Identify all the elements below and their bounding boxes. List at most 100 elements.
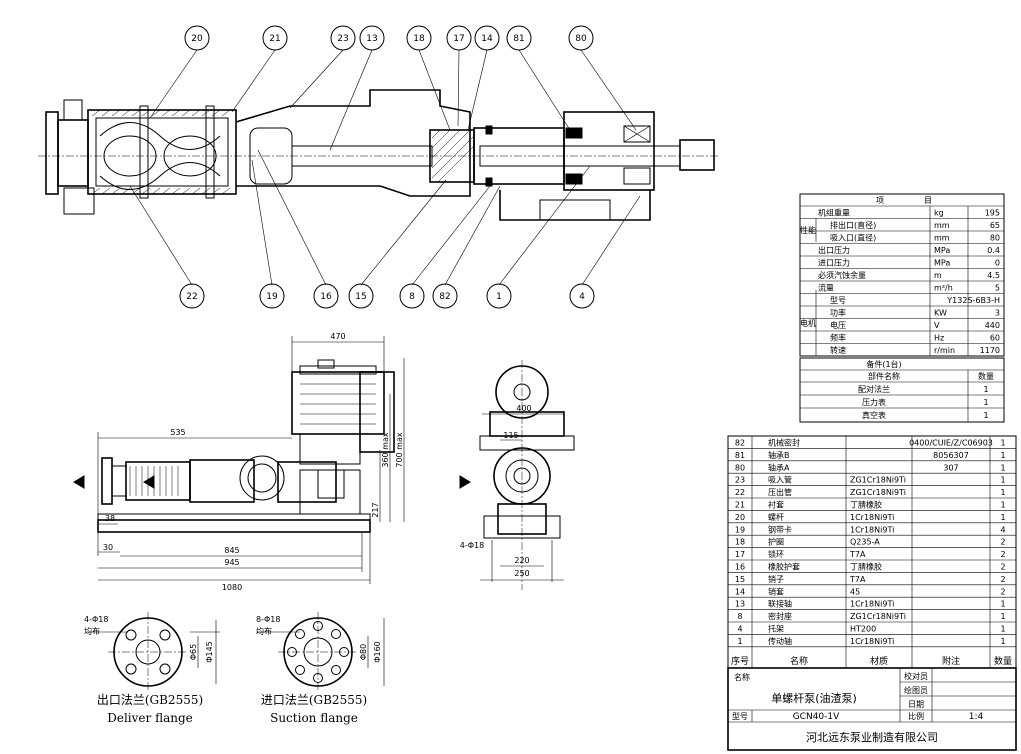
part-qty: 1 <box>1000 600 1005 609</box>
spec-name: 机组重量 <box>818 208 850 218</box>
part-qty: 1 <box>1000 439 1005 448</box>
part-name: 吸入管 <box>768 475 792 485</box>
part-qty: 2 <box>1000 587 1005 596</box>
part-qty: 1 <box>1000 463 1005 472</box>
part-no: 23 <box>735 476 745 485</box>
balloon-15: 15 <box>348 283 374 309</box>
balloon-18: 18 <box>406 25 432 51</box>
dim-535: 535 <box>170 428 185 437</box>
spec-value: 0.4 <box>987 246 1000 255</box>
title-check-label: 校对员 <box>904 671 928 681</box>
svg-text:4: 4 <box>579 292 585 302</box>
balloon-80: 80 <box>568 25 594 51</box>
part-qty: 2 <box>1000 563 1005 572</box>
spec-value: 0 <box>995 259 1000 268</box>
spec-value: 60 <box>990 334 1000 343</box>
balloon-20: 20 <box>184 25 210 51</box>
balloon-81: 81 <box>506 25 532 51</box>
part-name: 护圈 <box>768 537 784 547</box>
dim-700: 700 max <box>395 432 404 468</box>
svg-text:80: 80 <box>575 34 587 44</box>
balloon-21: 21 <box>262 25 288 51</box>
spec-name: 转速 <box>830 345 846 355</box>
part-material: Q235-A <box>850 538 880 547</box>
part-material: 1Cr18Ni9Ti <box>850 600 894 609</box>
part-note: 0400/CUIE/Z/C06903 <box>909 439 993 448</box>
balloons-bottom: 22 19 16 15 8 82 1 4 <box>179 283 595 309</box>
spare-name: 压力表 <box>862 397 886 407</box>
part-name: 轴承B <box>768 450 790 460</box>
svg-text:15: 15 <box>355 292 366 302</box>
dim-30: 30 <box>103 543 113 552</box>
spec-unit: m <box>934 271 942 280</box>
spec-unit: Hz <box>934 334 944 343</box>
dim-220: 220 <box>514 556 529 565</box>
part-no: 21 <box>735 501 745 510</box>
balloon-13: 13 <box>359 25 385 51</box>
sectional-view <box>38 49 720 286</box>
outlet-flange-label-en: Deliver flange <box>107 711 193 725</box>
spec-value: 440 <box>985 321 1000 330</box>
part-no: 1 <box>737 637 742 646</box>
part-name: 销套 <box>768 586 784 596</box>
part-qty: 1 <box>1000 501 1005 510</box>
svg-text:23: 23 <box>337 34 348 44</box>
title-block: 名称 单螺杆泵(油渣泵) 型号 GCN40-1V 校对员 绘图员 日期 比例 1… <box>727 667 1017 751</box>
outlet-flange: 4-Φ18 均布 Φ65 Φ145 出口法兰(GB2555) Deliver f… <box>84 612 220 725</box>
outlet-flange-uniform: 均布 <box>84 626 100 636</box>
balloons-top: 20 21 23 13 18 17 14 81 80 <box>184 25 594 51</box>
spec-name: 流量 <box>818 283 834 293</box>
part-name: 衬套 <box>768 500 784 510</box>
spare-qty: 1 <box>983 398 988 407</box>
part-name: 压出管 <box>768 487 792 497</box>
svg-text:17: 17 <box>453 34 464 44</box>
title-name-label: 名称 <box>734 672 750 682</box>
inlet-flange-uniform: 均布 <box>256 626 272 636</box>
dim-1080: 1080 <box>222 583 242 592</box>
part-no: 17 <box>735 550 745 559</box>
part-note: 8056307 <box>933 451 969 460</box>
svg-text:8: 8 <box>409 292 415 302</box>
spec-unit: MPa <box>934 246 950 255</box>
spec-value: Y132S-6B3-H <box>946 296 1000 305</box>
part-material: ZG1Cr18Ni9Ti <box>850 488 906 497</box>
part-name: 橡胶护套 <box>768 562 800 572</box>
company-name: 河北远东泵业制造有限公司 <box>806 730 938 744</box>
outlet-flange-pitch: Φ145 <box>205 641 214 663</box>
part-material: T7A <box>849 575 866 584</box>
title-date-label: 日期 <box>908 700 924 709</box>
inlet-flange-inner: Φ80 <box>359 644 368 660</box>
part-no: 8 <box>737 612 742 621</box>
part-name: 联接轴 <box>768 599 792 609</box>
part-no: 19 <box>735 525 745 534</box>
parts-header-qty: 数量 <box>994 655 1012 667</box>
part-note: 307 <box>943 463 958 472</box>
spec-name: 进口压力 <box>818 258 850 268</box>
spec-name: 频率 <box>830 333 846 343</box>
spare-name: 配对法兰 <box>858 384 890 394</box>
spec-unit: m³/h <box>934 284 953 293</box>
spec-value: 65 <box>990 221 1000 230</box>
part-no: 14 <box>735 587 745 596</box>
svg-text:81: 81 <box>513 34 524 44</box>
part-name: 螺杆 <box>768 512 784 522</box>
svg-text:1: 1 <box>496 292 502 302</box>
spec-value: 195 <box>985 209 1000 218</box>
part-no: 80 <box>735 463 745 472</box>
part-name: 钢带卡 <box>768 524 792 534</box>
title-scale-value: 1:4 <box>969 712 984 722</box>
spec-header-item: 项 <box>876 196 884 205</box>
part-material: 1Cr18Ni9Ti <box>850 637 894 646</box>
spec-unit: KW <box>934 309 947 318</box>
balloon-8: 8 <box>399 283 425 309</box>
side-view-dims: 400 115 4-Φ18 220 250 <box>460 404 532 578</box>
part-qty: 1 <box>1000 476 1005 485</box>
part-qty: 1 <box>1000 488 1005 497</box>
title-name-value: 单螺杆泵(油渣泵) <box>771 691 857 705</box>
dim-38: 38 <box>105 514 115 523</box>
part-qty: 2 <box>1000 575 1005 584</box>
part-material: 1Cr18Ni9Ti <box>850 525 894 534</box>
part-no: 81 <box>735 451 745 460</box>
